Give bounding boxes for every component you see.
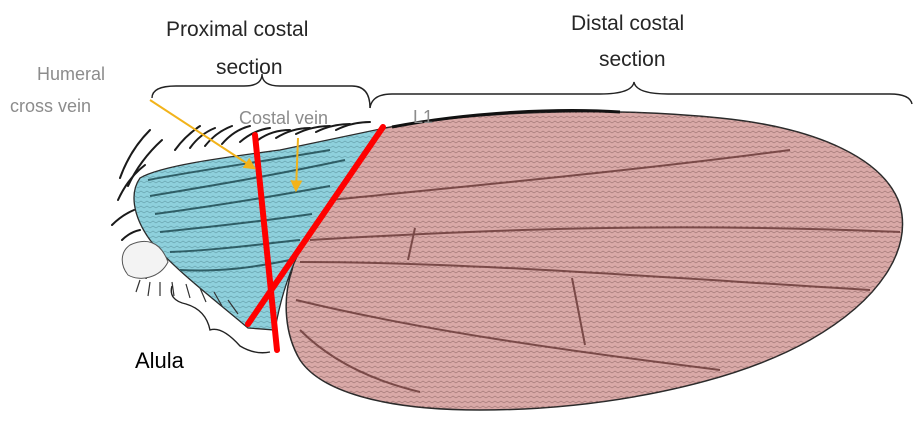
distal-section-label-line2: section — [599, 48, 666, 72]
l1-label: L1 — [413, 107, 433, 128]
proximal-section-label-line2: section — [216, 56, 283, 80]
costal-vein-label: Costal vein — [239, 108, 328, 129]
humeral-label-line2: cross vein — [10, 96, 91, 117]
humeral-label-line1: Humeral — [37, 64, 105, 85]
proximal-section-label-line1: Proximal costal — [166, 18, 308, 42]
alula-label: Alula — [135, 348, 184, 374]
distal-section-bracket — [370, 82, 912, 108]
distal-section-label-line1: Distal costal — [571, 12, 684, 36]
